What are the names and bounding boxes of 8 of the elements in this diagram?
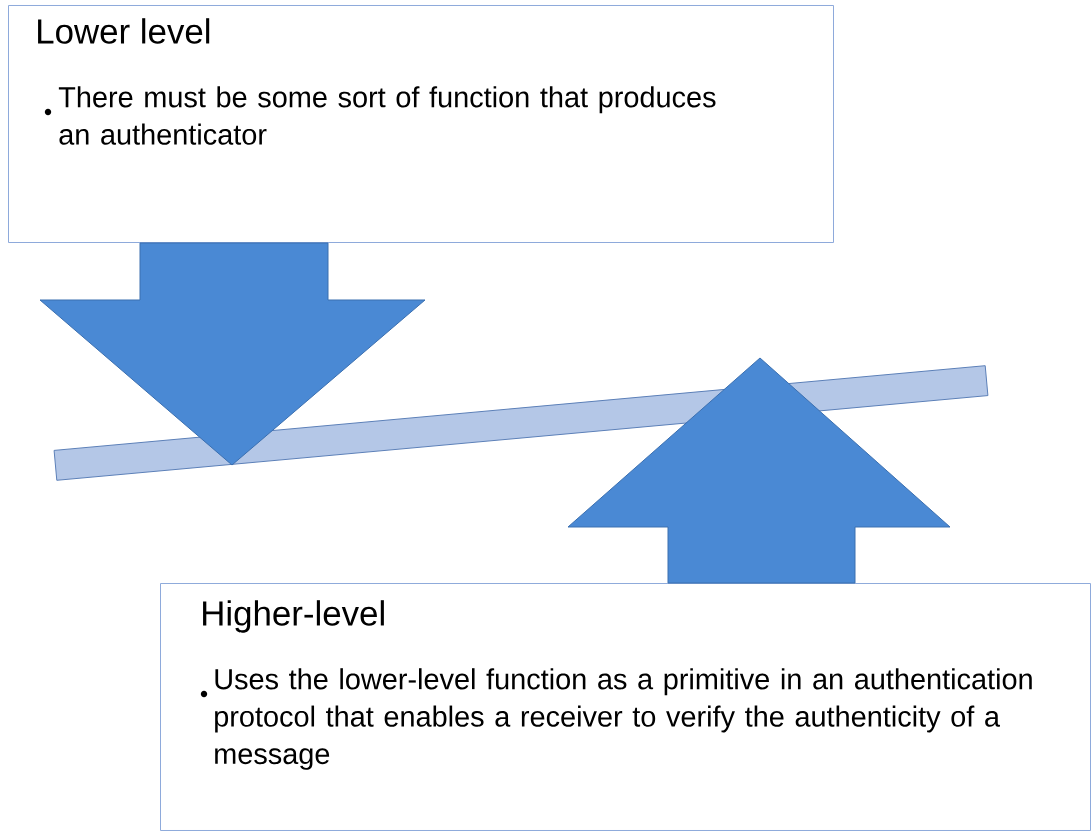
bullet-text: Uses the lower-level function as a primitive in an authentication protocol that enables a receiver to verify the authenticity of a message bbox=[215, 668, 1032, 770]
heading: Lower level bbox=[38, 18, 210, 44]
text-box bbox=[160, 583, 1091, 831]
heading: Higher-level bbox=[203, 600, 384, 633]
block-arrow bbox=[567, 357, 951, 584]
text-box bbox=[8, 5, 834, 243]
block-arrow bbox=[39, 242, 426, 466]
bullet-text: There must be some sort of function that produces an authenticator bbox=[58, 86, 716, 145]
